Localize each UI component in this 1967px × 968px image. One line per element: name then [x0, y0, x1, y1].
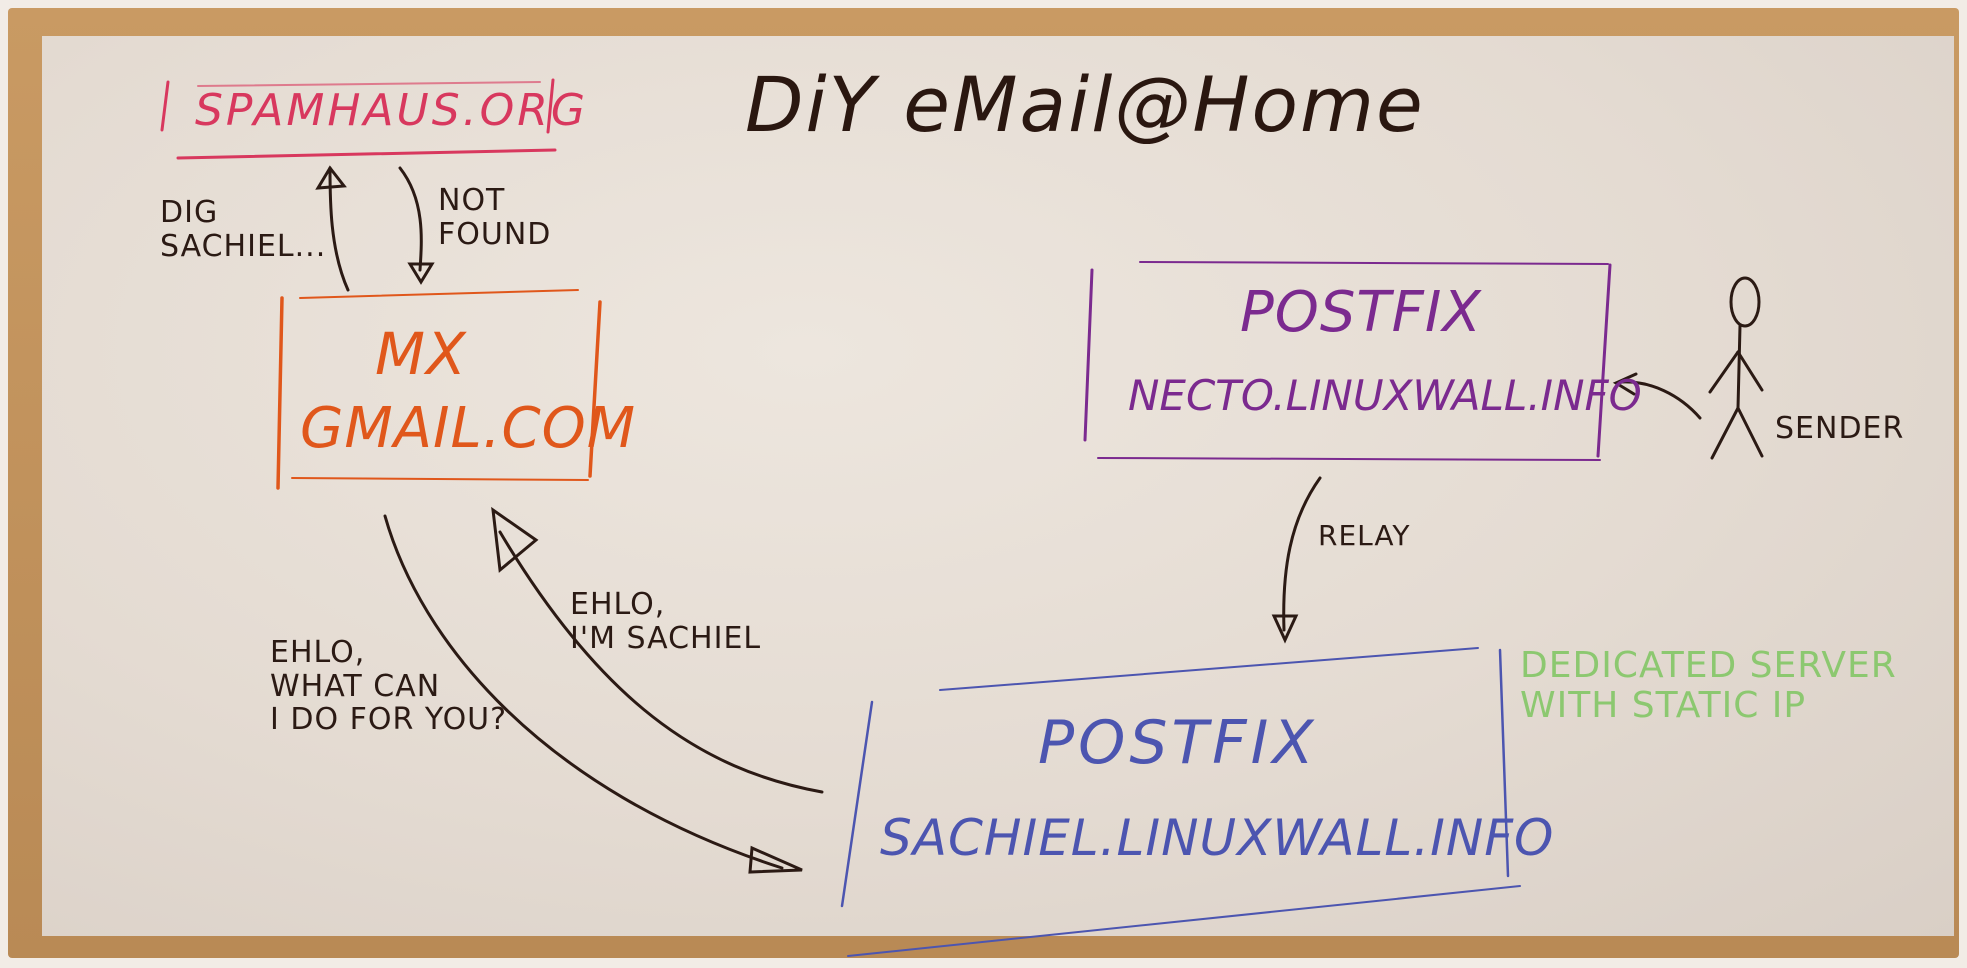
gmail-label: GMAIL.COM — [300, 396, 637, 461]
sender-stick-figure — [1708, 276, 1764, 460]
not-found-line1: NOT — [438, 183, 506, 218]
relay-arrow — [1271, 476, 1322, 644]
postfix-necto-title: POSTFIX — [1240, 280, 1482, 345]
ehlo-reply-line3: I DO FOR YOU? — [270, 702, 508, 738]
not-found-line2: FOUND — [438, 216, 552, 252]
spamhaus-label: SPAMHAUS.ORG — [195, 85, 588, 136]
whiteboard-surface — [42, 36, 1954, 936]
ehlo-reply-label: EHLO, WHAT CAN I DO FOR YOU? — [270, 636, 507, 737]
not-found-label: NOT FOUND — [438, 184, 551, 251]
postfix-necto-box — [1083, 261, 1612, 461]
dedicated-line1: DEDICATED SERVER — [1520, 645, 1897, 686]
ehlo-reply-line2: WHAT CAN — [270, 668, 441, 704]
dig-arrow — [315, 165, 350, 292]
spamhaus-box — [160, 78, 557, 160]
sender-label: SENDER — [1775, 411, 1905, 446]
dedicated-server-note: DEDICATED SERVER WITH STATIC IP — [1520, 645, 1897, 727]
relay-label: RELAY — [1318, 519, 1411, 552]
ehlo-arrow — [491, 506, 824, 794]
dig-query-line1: DIG — [160, 195, 219, 230]
postfix-sachiel-title: POSTFIX — [1038, 708, 1318, 778]
reply-arrow — [383, 514, 803, 874]
postfix-sachiel-box — [840, 647, 1521, 957]
ehlo-reply-line1: EHLO, — [270, 635, 366, 670]
ehlo-sachiel-label: EHLO, I'M SACHIEL — [570, 588, 761, 655]
diagram-title: DiY eMail@Home — [745, 60, 1425, 149]
dig-query-label: DIG SACHIEL... — [160, 196, 326, 263]
not-found-arrow — [398, 166, 435, 285]
mx-label: MX — [375, 320, 467, 388]
dedicated-line2: WITH STATIC IP — [1520, 685, 1807, 727]
ehlo-sachiel-line1: EHLO, — [570, 587, 666, 622]
mx-box — [276, 289, 602, 490]
postfix-sachiel-host: SACHIEL.LINUXWALL.INFO — [880, 809, 1555, 867]
postfix-necto-host: NECTO.LINUXWALL.INFO — [1128, 371, 1642, 420]
dig-query-line2: SACHIEL... — [160, 228, 327, 264]
sender-arrow — [1612, 372, 1702, 420]
ehlo-sachiel-line2: I'M SACHIEL — [570, 620, 762, 656]
